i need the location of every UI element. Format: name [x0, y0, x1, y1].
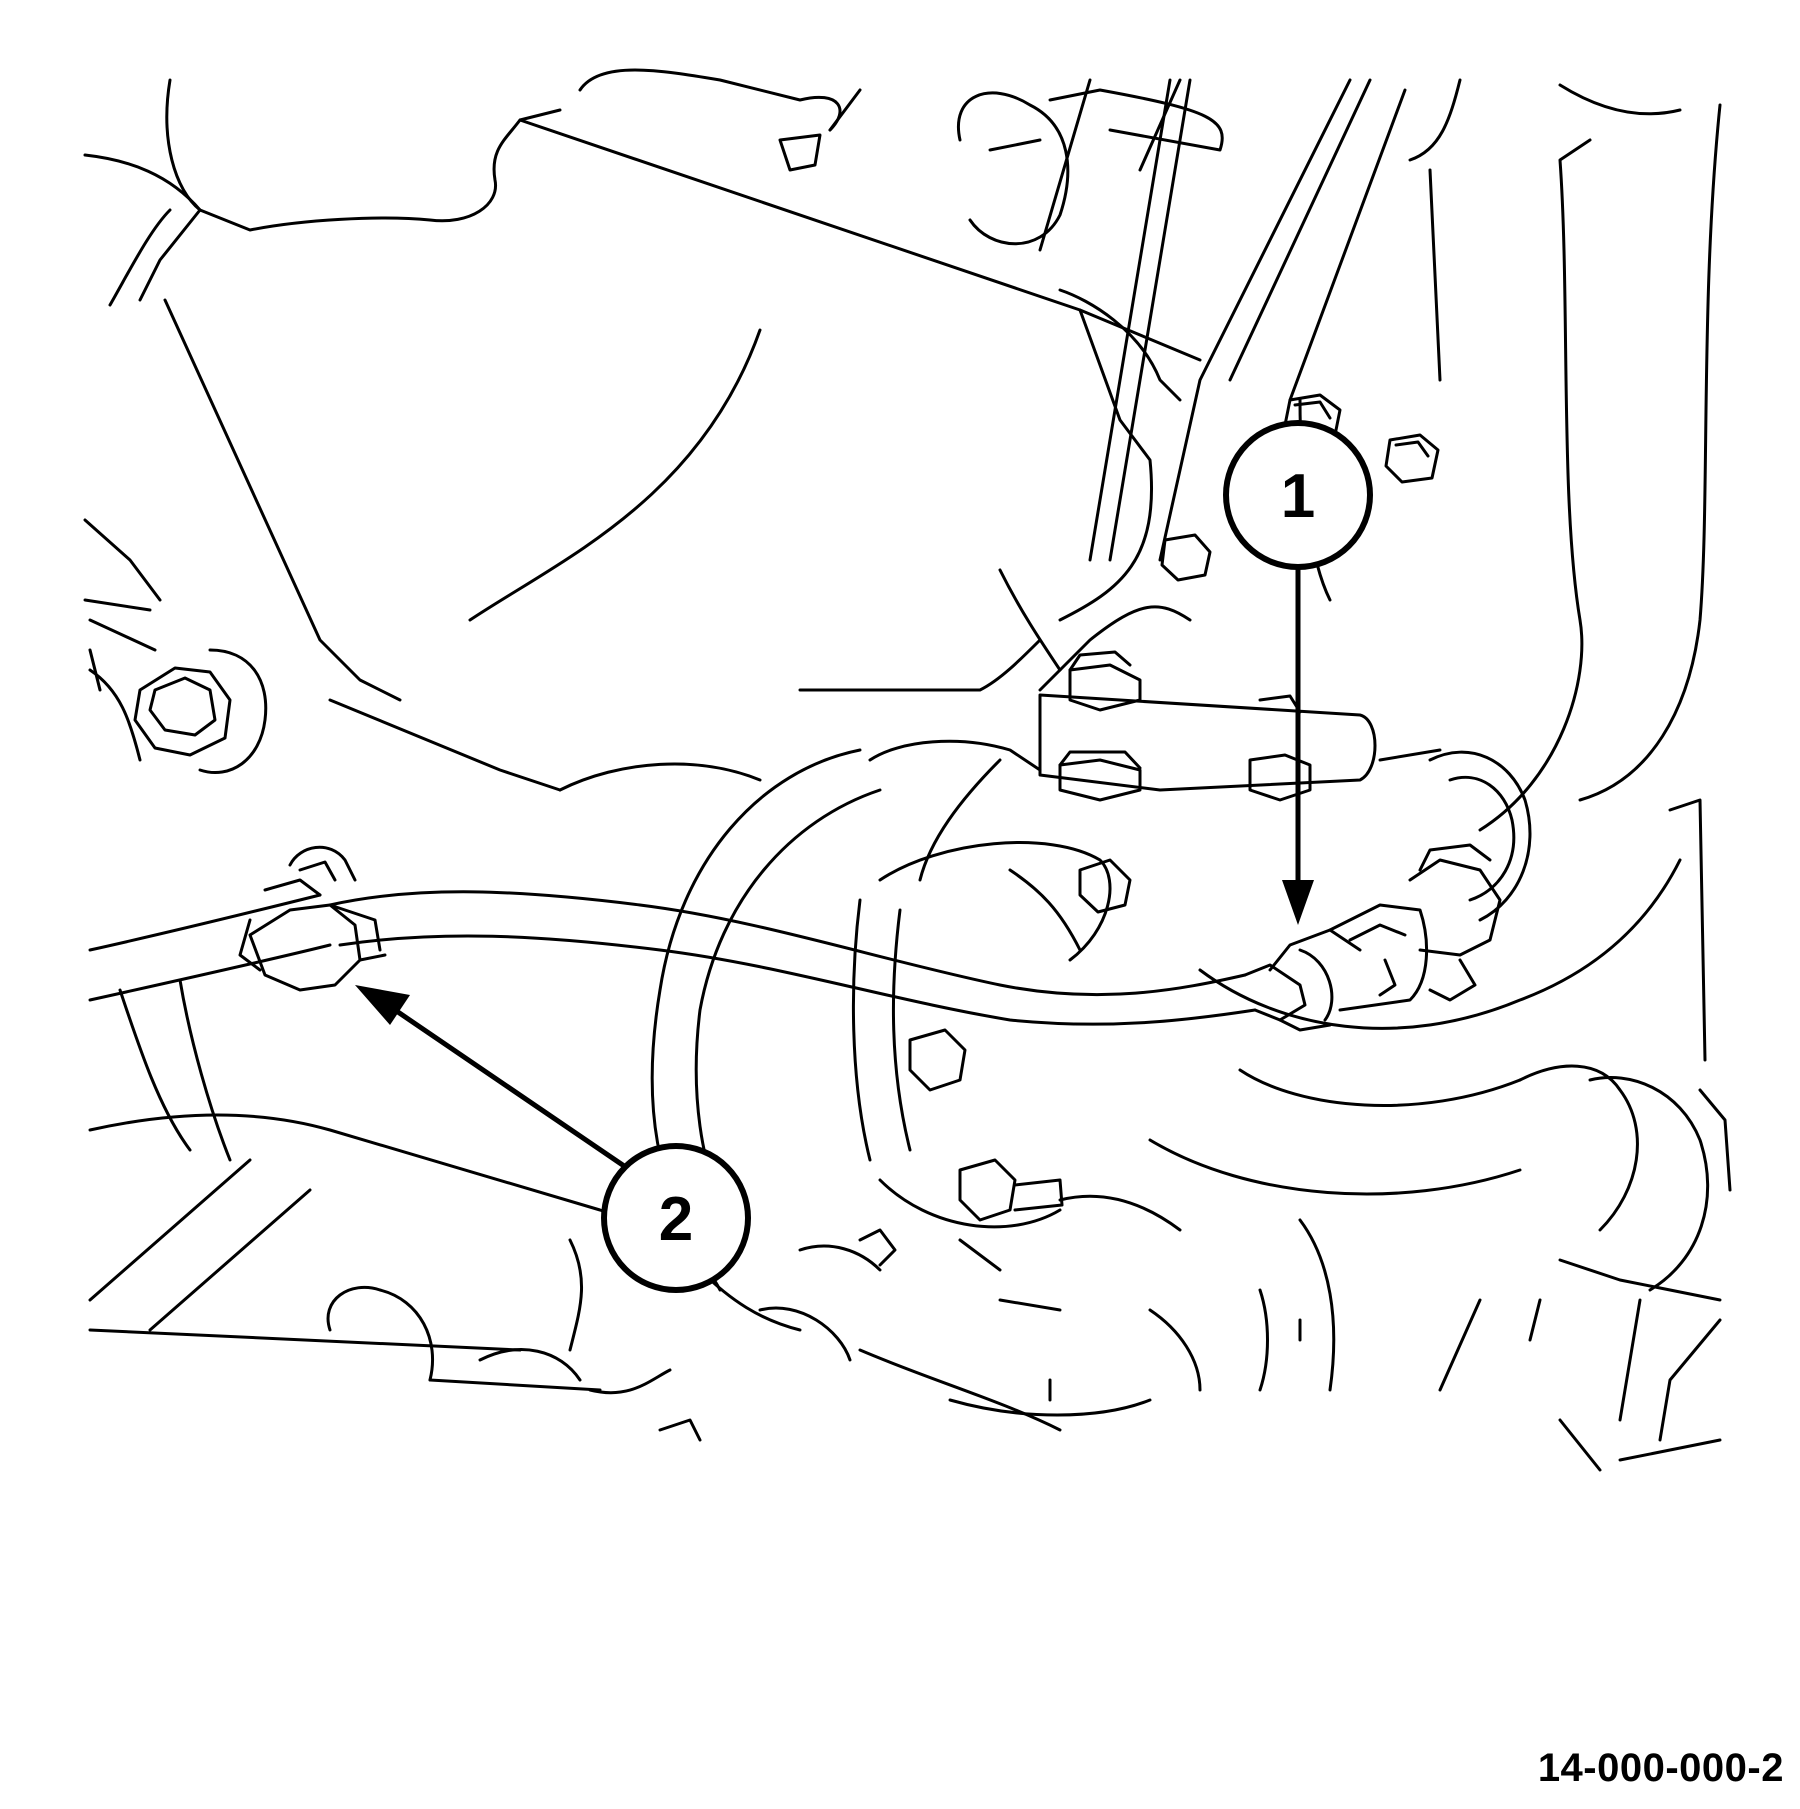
figure-id: 14-000-000-2 — [1537, 1746, 1784, 1790]
turbo-housing — [650, 739, 1182, 1272]
harness-clip — [238, 845, 387, 992]
callout-1: 1 — [1223, 420, 1373, 925]
callout-2-circle — [601, 1143, 751, 1293]
flange-plate — [1038, 693, 1377, 802]
lower-frame — [88, 978, 1269, 1442]
large-bolt — [83, 518, 268, 775]
callout-2-arrowhead — [355, 985, 410, 1025]
callout-1-circle — [1223, 420, 1373, 570]
upper-housing — [83, 68, 1224, 792]
callout-2: 2 — [355, 985, 751, 1293]
callout-2-arrow-shaft — [392, 1007, 633, 1173]
diagonal-tube — [1088, 78, 1722, 832]
wire-harness — [88, 843, 1502, 1032]
callout-1-arrowhead — [1282, 880, 1314, 925]
callout-2-number: 2 — [659, 1185, 693, 1254]
callout-1-number: 1 — [1281, 462, 1315, 531]
elbow-pipe — [1148, 748, 1732, 1472]
